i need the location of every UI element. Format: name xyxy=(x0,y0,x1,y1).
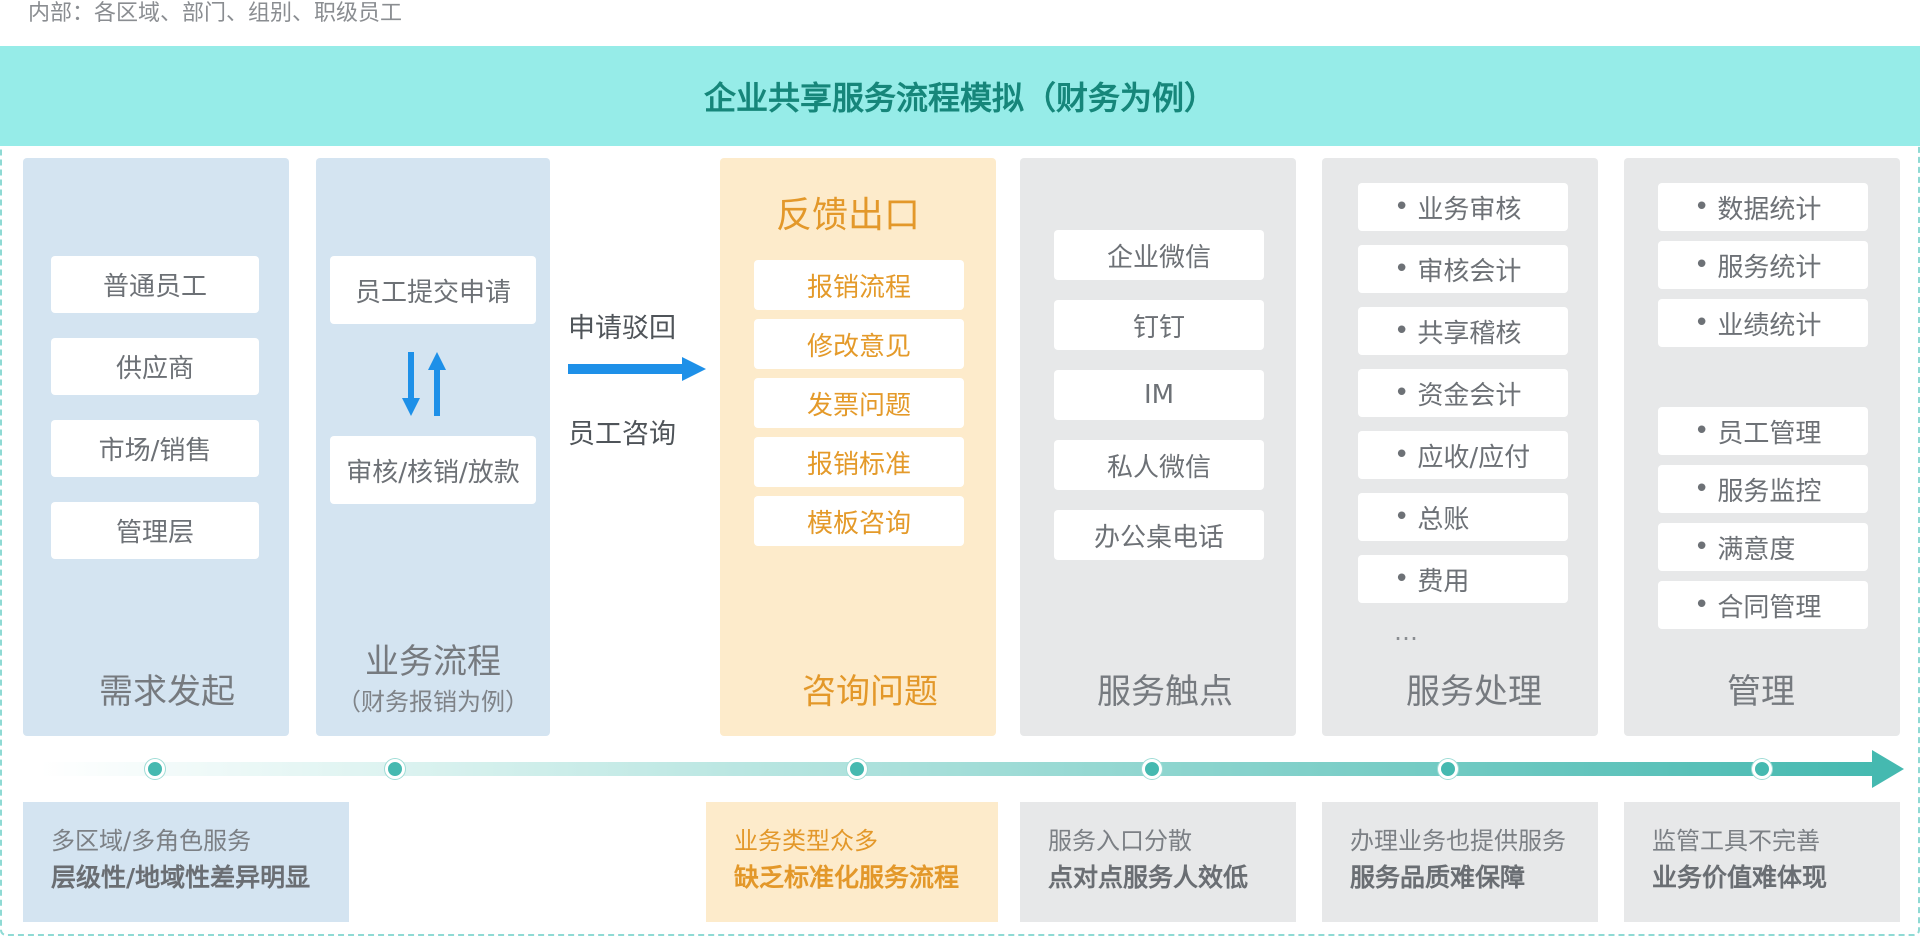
pain-point-box: 业务类型众多 缺乏标准化服务流程 xyxy=(706,802,998,922)
business-item-review: 审核/核销/放款 xyxy=(330,436,536,504)
demand-item: 管理层 xyxy=(51,502,259,559)
consult-item: 修改意见 xyxy=(754,319,964,369)
touchpoint-item: 私人微信 xyxy=(1054,440,1264,490)
timeline-arrow-icon xyxy=(40,750,1904,788)
intro-text: 内部：各区域、部门、组别、职级员工 xyxy=(28,1,403,26)
timeline-dot xyxy=(1438,759,1458,779)
processing-item: 审核会计 xyxy=(1358,245,1568,293)
processing-item: 业务审核 xyxy=(1358,183,1568,231)
management-item: 服务统计 xyxy=(1658,241,1868,289)
timeline-dot xyxy=(1752,759,1772,779)
pain-point-line1: 业务类型众多 xyxy=(734,827,878,855)
pain-point-line2: 服务品质难保障 xyxy=(1350,863,1526,892)
processing-item: 资金会计 xyxy=(1358,369,1568,417)
column-title-touchpoint: 服务触点 xyxy=(1097,672,1233,712)
touchpoint-item: 企业微信 xyxy=(1054,230,1264,280)
management-item: 满意度 xyxy=(1658,523,1868,571)
pain-point-box: 监管工具不完善 业务价值难体现 xyxy=(1624,802,1900,922)
column-title-consult: 咨询问题 xyxy=(802,672,938,712)
pain-point-box: 办理业务也提供服务 服务品质难保障 xyxy=(1322,802,1598,922)
consult-item: 报销流程 xyxy=(754,260,964,310)
touchpoint-item: 办公桌电话 xyxy=(1054,510,1264,560)
timeline-dot xyxy=(145,759,165,779)
consult-header: 反馈出口 xyxy=(775,195,920,236)
up-down-arrows-icon xyxy=(402,352,446,416)
management-item: 员工管理 xyxy=(1658,407,1868,455)
pain-point-line1: 办理业务也提供服务 xyxy=(1350,827,1566,855)
column-title-demand: 需求发起 xyxy=(99,672,235,712)
management-item: 合同管理 xyxy=(1658,581,1868,629)
processing-item: 共享稽核 xyxy=(1358,307,1568,355)
demand-item: 供应商 xyxy=(51,338,259,395)
timeline-dot xyxy=(385,759,405,779)
column-title-business: 业务流程 xyxy=(365,642,501,682)
pain-point-line2: 业务价值难体现 xyxy=(1652,863,1828,892)
management-item: 服务监控 xyxy=(1658,465,1868,513)
arrow-label-consult: 员工咨询 xyxy=(568,419,676,450)
pain-point-line2: 层级性/地域性差异明显 xyxy=(51,863,311,892)
processing-item: 总账 xyxy=(1358,493,1568,541)
pain-point-box: 多区域/多角色服务 层级性/地域性差异明显 xyxy=(23,802,349,922)
timeline-dot xyxy=(847,759,867,779)
pain-point-line2: 缺乏标准化服务流程 xyxy=(734,863,960,892)
management-item: 数据统计 xyxy=(1658,183,1868,231)
timeline-dot xyxy=(1142,759,1162,779)
arrow-label-reject: 申请驳回 xyxy=(568,313,676,344)
consult-item: 报销标准 xyxy=(754,437,964,487)
demand-item: 普通员工 xyxy=(51,256,259,313)
banner-title: 企业共享服务流程模拟（财务为例） xyxy=(0,46,1920,146)
touchpoint-item: IM xyxy=(1054,370,1264,420)
touchpoint-item: 钉钉 xyxy=(1054,300,1264,350)
demand-item: 市场/销售 xyxy=(51,420,259,477)
pain-point-line2: 点对点服务人效低 xyxy=(1048,863,1249,892)
processing-item: 应收/应付 xyxy=(1358,431,1568,479)
column-title-management: 管理 xyxy=(1727,672,1795,712)
column-title-processing: 服务处理 xyxy=(1406,672,1542,712)
consult-item: 模板咨询 xyxy=(754,496,964,546)
right-arrow-icon xyxy=(568,357,706,381)
processing-ellipsis: … xyxy=(1394,618,1418,646)
business-item-submit: 员工提交申请 xyxy=(330,256,536,324)
pain-point-line1: 服务入口分散 xyxy=(1048,827,1192,855)
management-item: 业绩统计 xyxy=(1658,299,1868,347)
pain-point-box: 服务入口分散 点对点服务人效低 xyxy=(1020,802,1296,922)
processing-item: 费用 xyxy=(1358,555,1568,603)
pain-point-line1: 多区域/多角色服务 xyxy=(51,827,252,855)
column-subtitle-business: （财务报销为例） xyxy=(337,688,529,716)
pain-point-line1: 监管工具不完善 xyxy=(1652,827,1820,855)
consult-item: 发票问题 xyxy=(754,378,964,428)
